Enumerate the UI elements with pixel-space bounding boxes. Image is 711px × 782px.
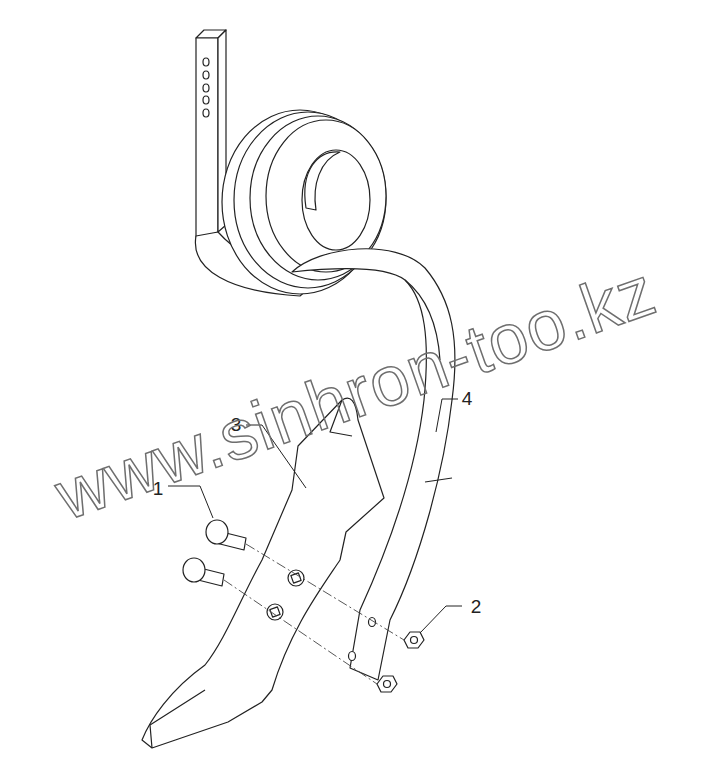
shovel-hole — [267, 604, 283, 620]
callout-number: 2 — [471, 597, 482, 616]
bolt-head — [206, 520, 228, 544]
bolt-head — [183, 558, 205, 582]
assembly-axis — [224, 544, 404, 684]
shank-hole — [349, 652, 356, 661]
bar-front — [196, 38, 218, 240]
nut — [404, 632, 424, 648]
shovel-hole — [288, 570, 304, 586]
bar-holes — [203, 58, 209, 117]
coil-hole — [302, 150, 370, 250]
coil-inner-face — [305, 152, 340, 210]
nut — [377, 676, 397, 692]
